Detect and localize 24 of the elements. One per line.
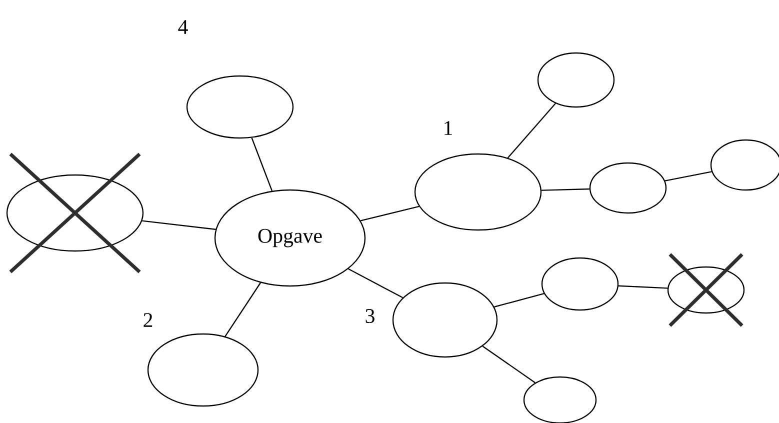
empty-ellipse: [537, 52, 615, 108]
connector-line: [142, 220, 216, 230]
connector-line: [348, 268, 403, 298]
connector-line: [251, 138, 273, 192]
node-number: 1: [444, 121, 452, 135]
node-number: 2: [144, 313, 152, 327]
node-number: 3: [366, 308, 374, 324]
empty-ellipse: [392, 282, 498, 358]
empty-ellipse: [186, 75, 294, 139]
crossed-out-ellipse: [6, 152, 144, 274]
connector-line: [542, 188, 590, 191]
connector-line: [507, 103, 556, 158]
connector-line: [224, 282, 262, 337]
connector-line: [664, 171, 712, 182]
node-number: 4: [178, 20, 188, 34]
connector-line: [360, 206, 420, 222]
connector-line: [482, 346, 536, 384]
crossed-out-ellipse: [667, 252, 745, 328]
empty-ellipse: [589, 162, 667, 214]
connector-line: [494, 293, 544, 308]
empty-ellipse: [147, 333, 259, 407]
empty-ellipse: [541, 257, 619, 311]
empty-ellipse: [414, 153, 542, 231]
connector-line: [618, 285, 668, 289]
